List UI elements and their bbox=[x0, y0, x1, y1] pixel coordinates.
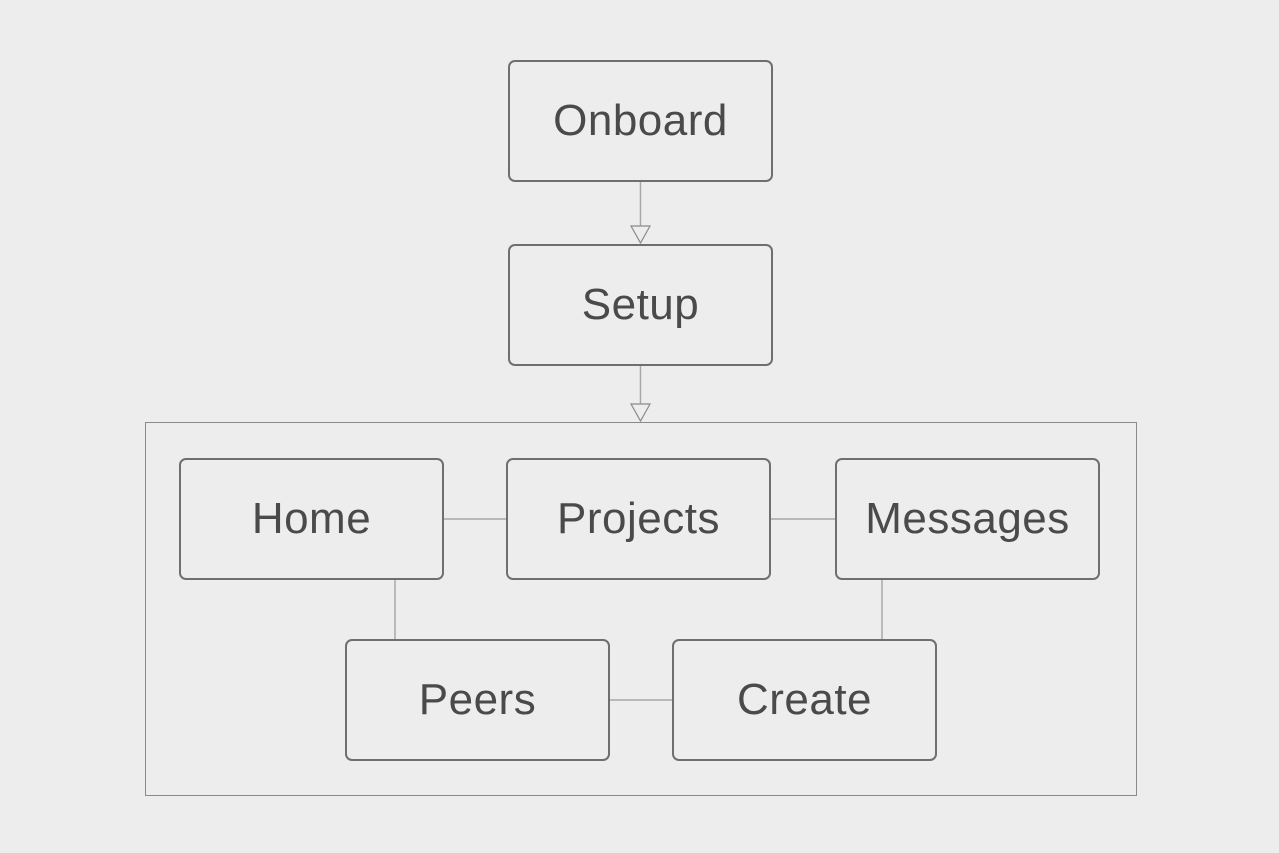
node-setup[interactable]: Setup bbox=[508, 244, 773, 366]
node-projects[interactable]: Projects bbox=[506, 458, 771, 580]
node-messages[interactable]: Messages bbox=[835, 458, 1100, 580]
main-group-container bbox=[145, 422, 1137, 796]
node-create-label: Create bbox=[736, 675, 873, 724]
node-home[interactable]: Home bbox=[179, 458, 444, 580]
node-home-label: Home bbox=[251, 494, 372, 543]
node-projects-label: Projects bbox=[557, 494, 720, 543]
node-onboard-label: Onboard bbox=[553, 96, 728, 145]
node-create[interactable]: Create bbox=[672, 639, 937, 761]
arrowhead-setup bbox=[629, 225, 652, 245]
node-peers[interactable]: Peers bbox=[345, 639, 610, 761]
node-peers-label: Peers bbox=[418, 675, 537, 724]
node-onboard[interactable]: Onboard bbox=[508, 60, 773, 182]
node-messages-label: Messages bbox=[865, 494, 1070, 543]
node-setup-label: Setup bbox=[581, 280, 700, 329]
arrowhead-group bbox=[629, 403, 652, 423]
